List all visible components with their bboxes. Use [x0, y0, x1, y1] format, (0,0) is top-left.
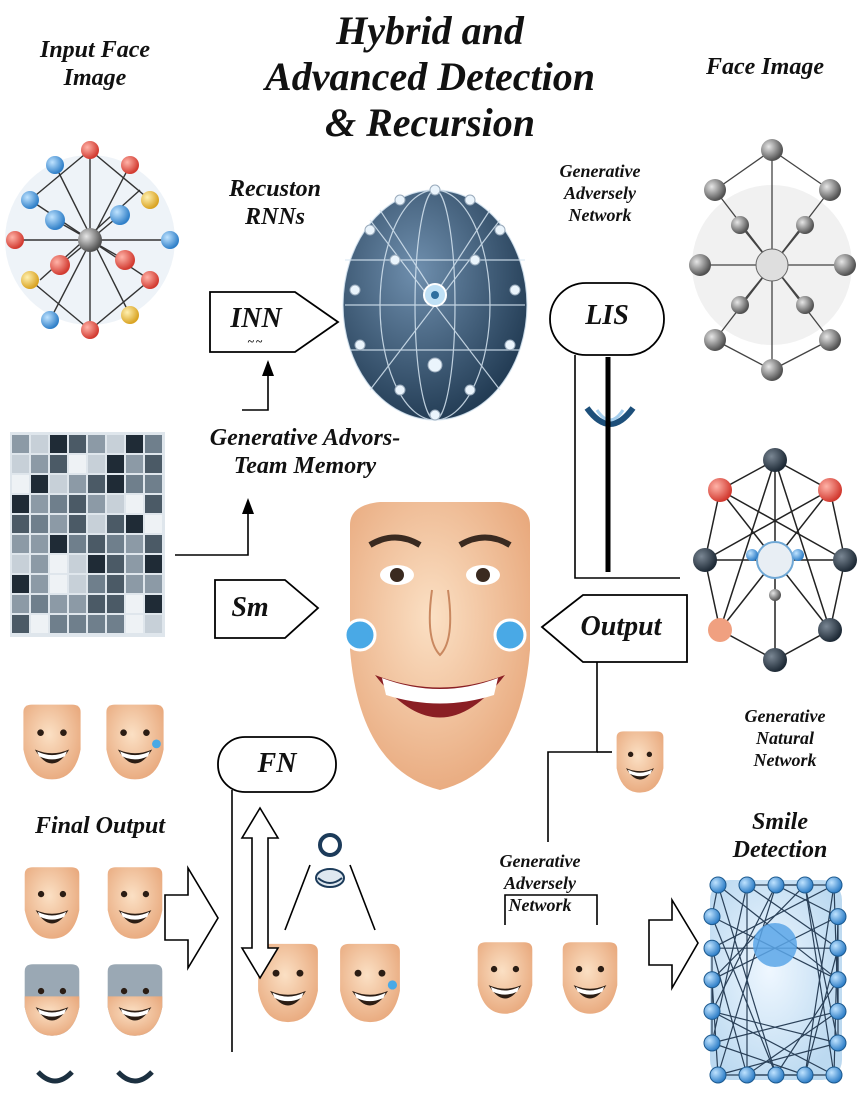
- label-smile-detection: Smile Detection: [710, 808, 850, 864]
- label-line: Recuston: [205, 175, 345, 203]
- label-line: Network: [715, 749, 855, 771]
- label-line: Generative Advors-: [180, 424, 430, 452]
- label-face-image: Face Image: [680, 53, 850, 81]
- label-line: Adversely: [520, 182, 680, 204]
- label-line: Smile: [710, 808, 850, 836]
- face-thumbnail: [25, 964, 80, 1035]
- smile-curve-icon: [38, 1072, 152, 1081]
- lis-label: LIS: [550, 300, 664, 332]
- label-line: Generative: [520, 160, 680, 182]
- input-network-image: [5, 141, 179, 339]
- title-line-1: Hybrid and: [240, 8, 620, 54]
- label-line: Natural: [715, 727, 855, 749]
- label-line: Generative: [470, 850, 610, 872]
- face-network-image: [689, 139, 856, 381]
- smile-detection-network-image: [704, 877, 846, 1083]
- hollow-arrows: [165, 808, 698, 988]
- label-input-face-image: Input Face Image: [20, 36, 170, 92]
- label-recuston-rnns: Recuston RNNs: [205, 175, 345, 231]
- label-line: Generative: [715, 705, 855, 727]
- face-thumbnail: [25, 867, 80, 938]
- face-thumbnail: [106, 705, 163, 780]
- label-line: Face Image: [680, 53, 850, 81]
- face-thumbnail: [617, 731, 664, 792]
- face-thumbnail: [23, 705, 80, 780]
- inn-label: INN: [214, 303, 298, 335]
- label-gan-top: Generative Adversely Network: [520, 160, 680, 226]
- title-line-3: & Recursion: [240, 100, 620, 146]
- inn-sublabel: ~~: [214, 334, 298, 349]
- label-gan-bottom: Generative Adversely Network: [470, 850, 610, 916]
- label-line: Detection: [710, 836, 850, 864]
- label-line: Network: [470, 894, 610, 916]
- face-thumbnail: [108, 867, 163, 938]
- label-line: Adversely: [470, 872, 610, 894]
- fn-label: FN: [218, 748, 336, 780]
- label-gnn: Generative Natural Network: [715, 705, 855, 771]
- label-line: Team Memory: [180, 452, 430, 480]
- rnn-globe-image: [343, 185, 527, 420]
- stacked-eye-icon: [316, 835, 344, 887]
- label-line: RNNs: [205, 203, 345, 231]
- label-line: Network: [520, 204, 680, 226]
- diagram-title: Hybrid and Advanced Detection & Recursio…: [240, 8, 620, 146]
- label-memory: Generative Advors- Team Memory: [180, 424, 430, 480]
- label-line: Image: [20, 64, 170, 92]
- face-thumbnail: [563, 942, 618, 1013]
- output-label: Output: [560, 611, 682, 643]
- title-line-2: Advanced Detection: [240, 54, 620, 100]
- label-line: Input Face: [20, 36, 170, 64]
- face-thumbnail: [340, 944, 400, 1022]
- sm-label: Sm: [216, 592, 284, 624]
- face-thumbnail: [478, 942, 533, 1013]
- emoji-network-image: [693, 448, 857, 672]
- memory-grid-image: [10, 432, 165, 637]
- face-thumbnail: [108, 964, 163, 1035]
- label-line: Final Output: [5, 812, 195, 840]
- label-final-output: Final Output: [5, 812, 195, 840]
- smiling-face-image: [345, 502, 530, 790]
